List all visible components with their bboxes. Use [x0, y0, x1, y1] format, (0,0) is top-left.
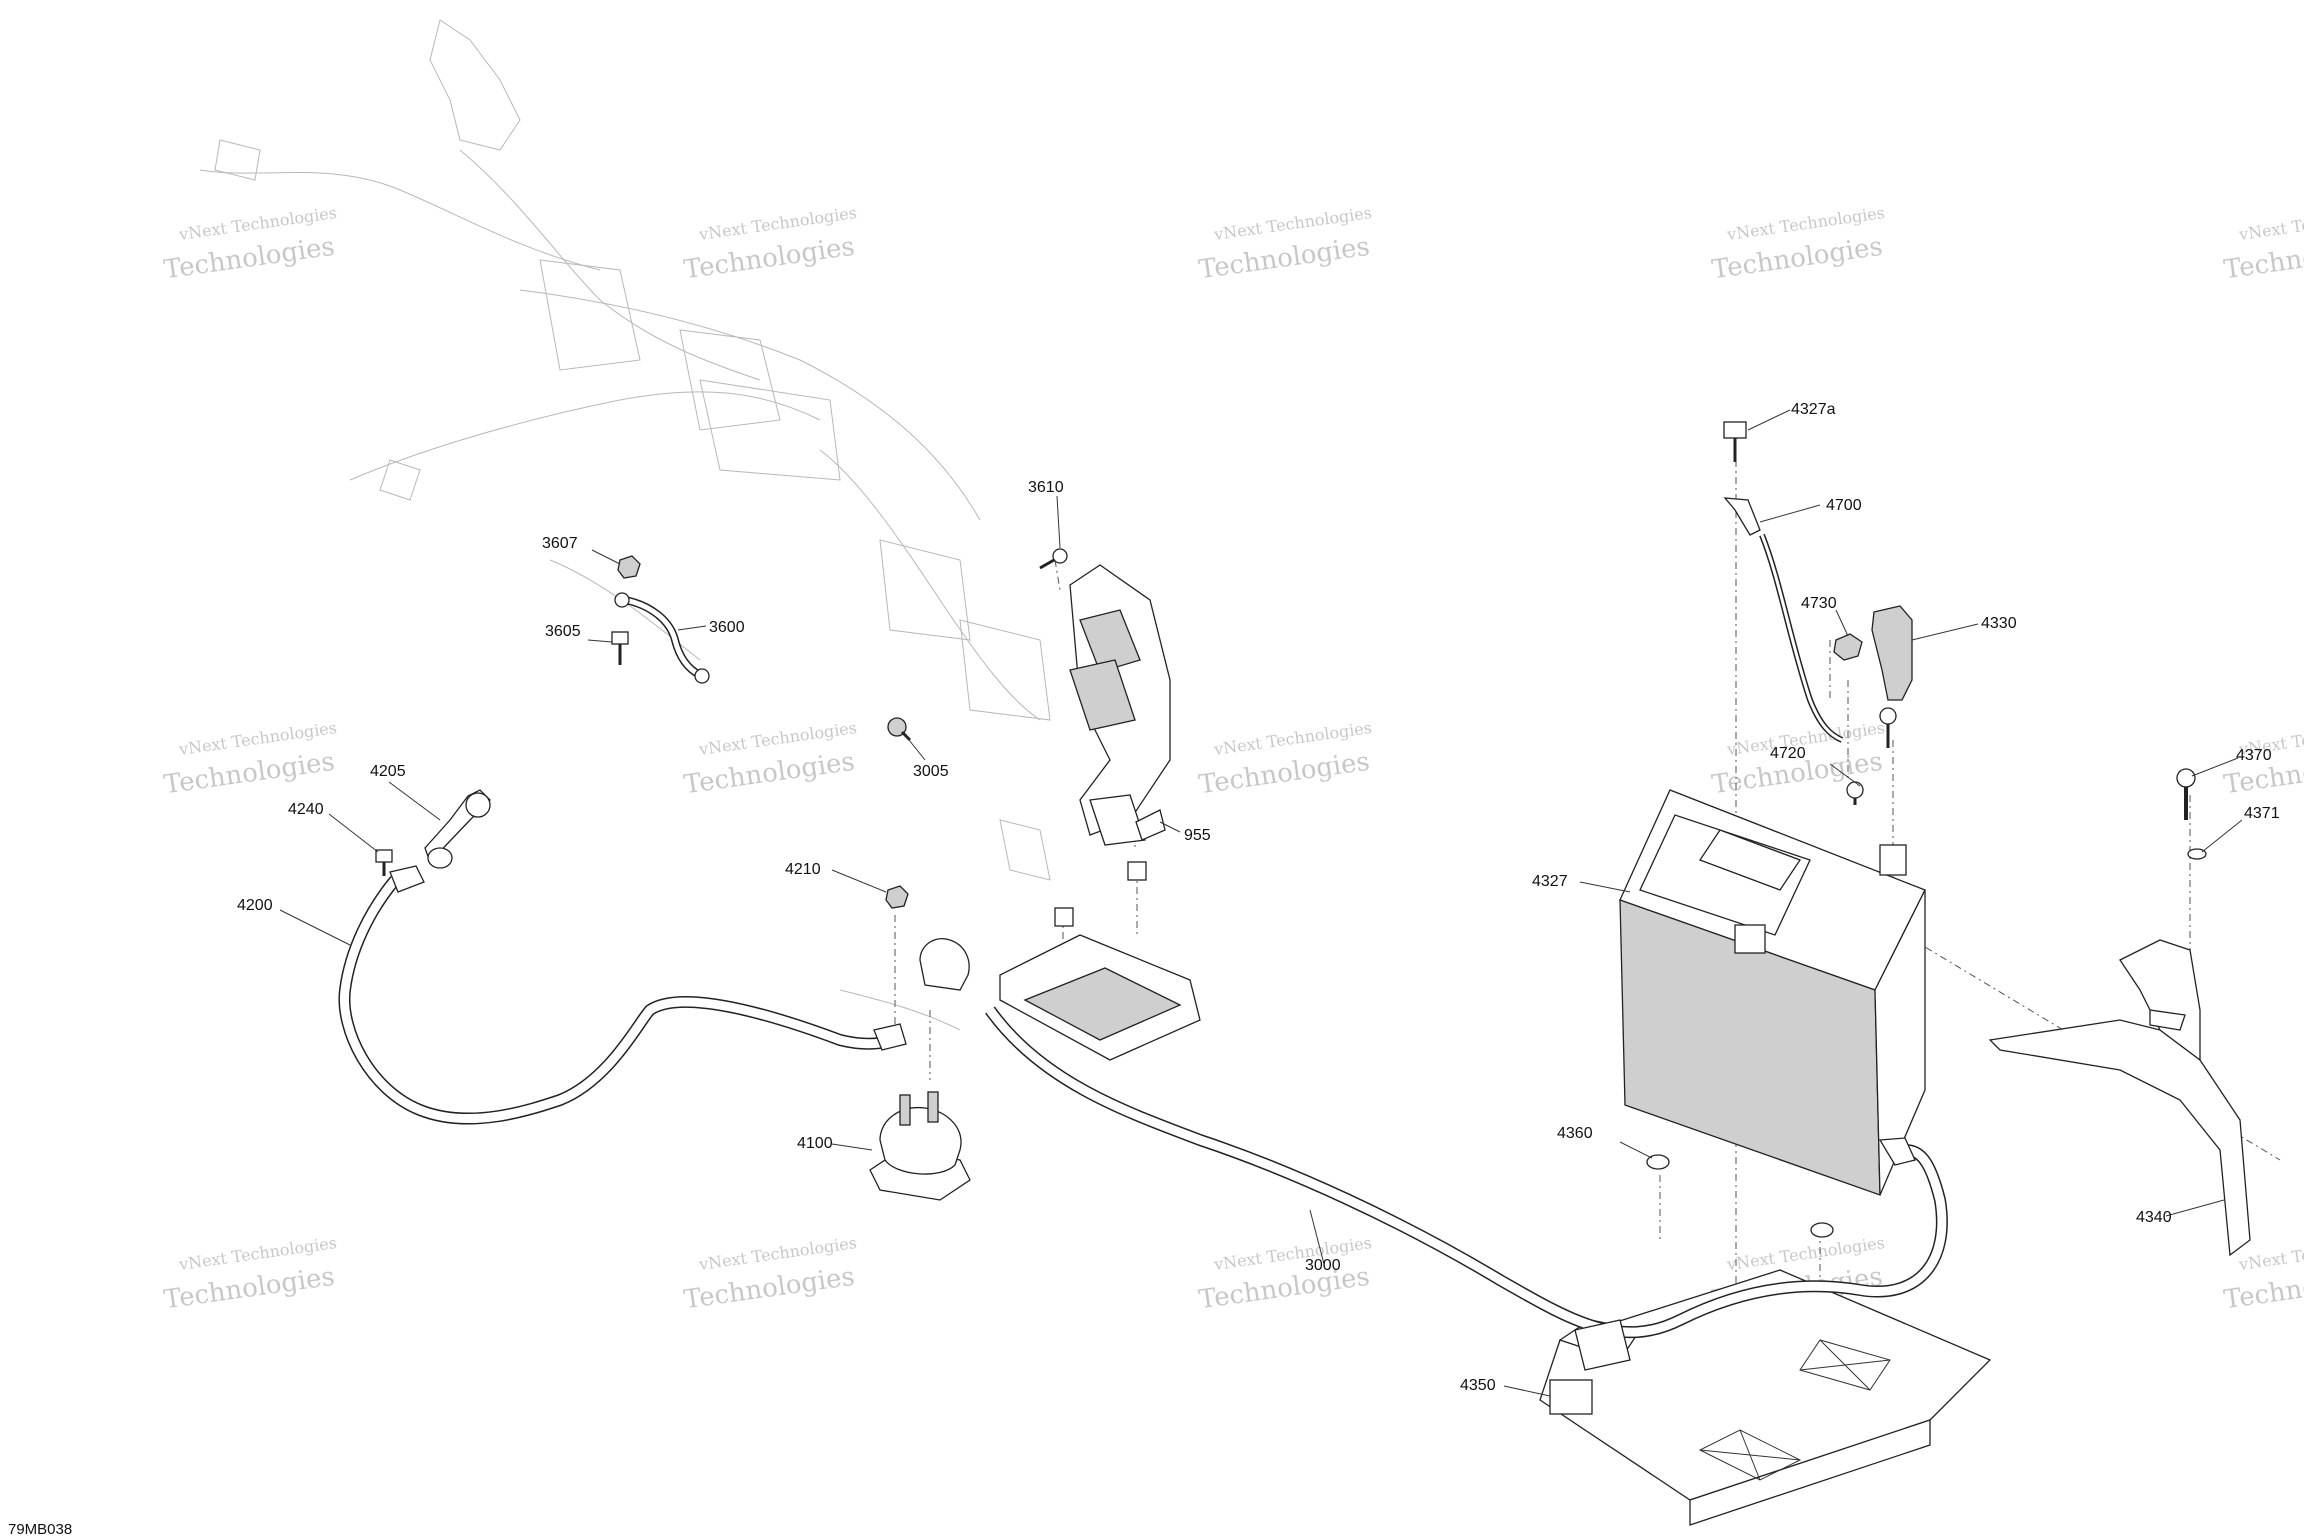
ground-strap-3600 — [614, 592, 710, 684]
callout-4350: 4350 — [1460, 1377, 1496, 1394]
callout-955: 955 — [1184, 827, 1211, 844]
clip-955 — [1135, 809, 1166, 841]
watermark: vNext Technologies Technologies — [682, 718, 858, 800]
bracket-4340 — [1988, 939, 2251, 1257]
watermark: vNext Technologies Technologies — [1197, 718, 1373, 800]
callout-4100: 4100 — [797, 1135, 833, 1152]
diagram-id: 79MB038 — [8, 1521, 72, 1536]
callout-4730: 4730 — [1801, 595, 1837, 612]
bolt-4240 — [375, 849, 393, 876]
bolt-4370 — [2176, 768, 2196, 820]
callout-labels: 4327a 4700 4730 4330 4720 4370 4371 4327… — [237, 401, 2280, 1394]
callout-3607: 3607 — [542, 535, 578, 552]
watermark: vNext Technologies Technologies — [682, 203, 858, 285]
solenoid-4100 — [869, 1091, 971, 1201]
callout-4210: 4210 — [785, 861, 821, 878]
callout-4340: 4340 — [2136, 1209, 2172, 1226]
callout-4327: 4327 — [1532, 873, 1568, 890]
callout-4205: 4205 — [370, 763, 406, 780]
callout-4330: 4330 — [1981, 615, 2017, 632]
battery-tray-4350 — [1539, 1269, 1992, 1526]
callout-4370: 4370 — [2236, 747, 2272, 764]
callout-4371: 4371 — [2244, 805, 2280, 822]
watermark: vNext Technologies Technologies — [162, 718, 338, 800]
watermark: vNext Technologies Technologies — [682, 1233, 858, 1315]
clip-4360 — [1646, 1154, 1834, 1238]
battery-4327 — [1619, 789, 1926, 1196]
watermark-line1: vNext Technologies — [2237, 203, 2304, 244]
callout-4700: 4700 — [1826, 497, 1862, 514]
cable-4200 — [338, 865, 907, 1125]
boot-4205 — [424, 789, 491, 869]
terminal-lead-4700 — [1723, 497, 1844, 743]
nut-3607 — [617, 555, 641, 579]
fuse-panel — [1069, 564, 1171, 846]
bolt-3605 — [611, 631, 629, 665]
callout-3610: 3610 — [1028, 479, 1064, 496]
voltage-regulator — [919, 861, 1201, 1061]
watermark: vNext Technologies Technologies — [2222, 203, 2304, 285]
callout-4360: 4360 — [1557, 1125, 1593, 1142]
callout-3600: 3600 — [709, 619, 745, 636]
bolt-4720 — [1846, 707, 1897, 805]
watermark: vNext Technologies Technologies — [1197, 203, 1373, 285]
ghost-harness — [199, 19, 1051, 1031]
nut-4210 — [885, 885, 909, 909]
washer-4371 — [2187, 848, 2207, 860]
watermark: vNext Technologies Technologies — [162, 1233, 338, 1315]
nut-4730 — [1833, 633, 1863, 661]
watermark: vNext Technologies Technologies — [1710, 203, 1886, 285]
watermark: vNext Technologies Technologies — [1197, 1233, 1373, 1315]
callout-4327a: 4327a — [1791, 401, 1836, 418]
cable-3000 — [985, 1006, 1948, 1371]
watermark: vNext Technologies Technologies — [162, 203, 338, 285]
leader-lines — [279, 409, 2243, 1397]
callout-3000: 3000 — [1305, 1257, 1341, 1274]
callout-3005: 3005 — [913, 763, 949, 780]
callout-4200: 4200 — [237, 897, 273, 914]
screw-3610 — [1039, 548, 1068, 570]
callout-3605: 3605 — [545, 623, 581, 640]
terminal-cover-4330 — [1871, 605, 1913, 701]
callout-4720: 4720 — [1770, 745, 1806, 762]
fastener-4327a — [1723, 421, 1747, 462]
callout-4240: 4240 — [288, 801, 324, 818]
